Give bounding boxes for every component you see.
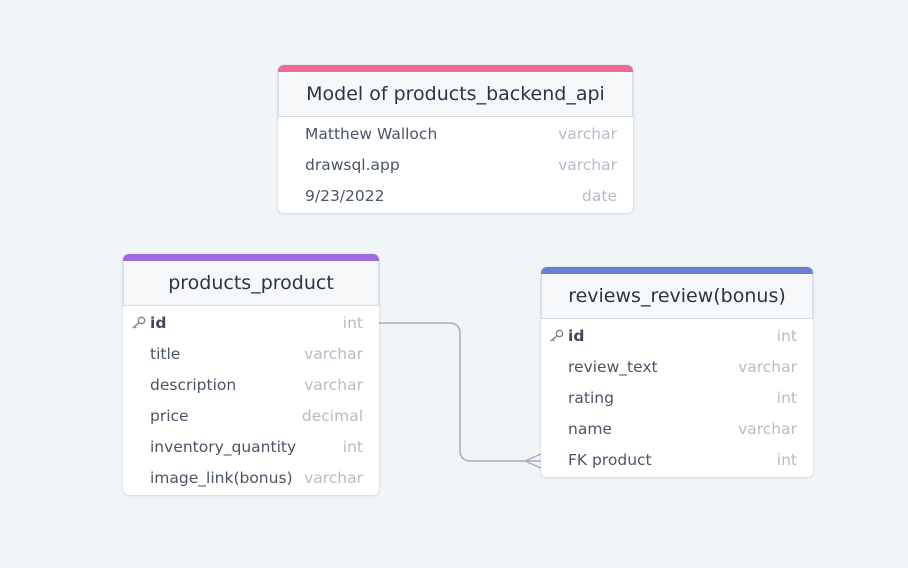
column-row[interactable]: image_link(bonus) varchar (123, 462, 379, 493)
column-type: decimal (301, 406, 363, 425)
column-name: name (568, 419, 612, 438)
table-model[interactable]: Model of products_backend_api Matthew Wa… (278, 65, 633, 213)
column-name: inventory_quantity (150, 437, 297, 456)
column-name: drawsql.app (305, 155, 400, 174)
column-row[interactable]: name varchar (541, 413, 813, 444)
column-type: int (776, 326, 797, 345)
table-reviews-accent (541, 267, 813, 274)
column-row[interactable]: Matthew Walloch varchar (278, 118, 633, 149)
column-name: price (150, 406, 189, 425)
primary-key-icon (550, 329, 564, 342)
column-row[interactable]: id int (541, 320, 813, 351)
column-row[interactable]: id int (123, 307, 379, 338)
column-name: Matthew Walloch (305, 124, 438, 143)
table-model-accent (278, 65, 633, 72)
column-row[interactable]: review_text varchar (541, 351, 813, 382)
column-type: varchar (304, 375, 363, 394)
column-name: rating (568, 388, 614, 407)
column-row[interactable]: drawsql.app varchar (278, 149, 633, 180)
column-row[interactable]: title varchar (123, 338, 379, 369)
column-type: int (342, 437, 363, 456)
crow-foot-many-icon (524, 453, 542, 469)
table-products-title[interactable]: products_product (123, 261, 379, 306)
column-type: varchar (304, 468, 363, 487)
column-row[interactable]: 9/23/2022 date (278, 180, 633, 211)
column-type: int (776, 388, 797, 407)
table-model-title[interactable]: Model of products_backend_api (278, 72, 633, 117)
column-row[interactable]: inventory_quantity int (123, 431, 379, 462)
table-reviews-columns: id int review_text varchar rating int na… (541, 319, 813, 475)
column-type: date (582, 186, 617, 205)
column-type: varchar (738, 357, 797, 376)
table-reviews-title[interactable]: reviews_review(bonus) (541, 274, 813, 319)
column-type: varchar (304, 344, 363, 363)
column-row[interactable]: rating int (541, 382, 813, 413)
column-type: varchar (738, 419, 797, 438)
table-reviews-review[interactable]: reviews_review(bonus) id int review_text… (541, 267, 813, 477)
column-type: varchar (558, 155, 617, 174)
column-name: title (150, 344, 181, 363)
column-name: id (568, 326, 585, 345)
column-name: description (150, 375, 237, 394)
column-name: image_link(bonus) (150, 468, 293, 487)
relation-products-reviews-line[interactable] (379, 322, 541, 462)
column-row[interactable]: price decimal (123, 400, 379, 431)
column-row[interactable]: description varchar (123, 369, 379, 400)
table-products-product[interactable]: products_product id int title varchar de… (123, 254, 379, 495)
column-type: varchar (558, 124, 617, 143)
table-model-columns: Matthew Walloch varchar drawsql.app varc… (278, 117, 633, 211)
column-type: int (342, 313, 363, 332)
column-type: int (776, 450, 797, 469)
primary-key-icon (132, 316, 146, 329)
column-row[interactable]: FK product int (541, 444, 813, 475)
column-name: id (150, 313, 167, 332)
table-products-columns: id int title varchar description varchar… (123, 306, 379, 493)
table-products-accent (123, 254, 379, 261)
column-name: 9/23/2022 (305, 186, 385, 205)
column-name: review_text (568, 357, 658, 376)
column-name: FK product (568, 450, 652, 469)
